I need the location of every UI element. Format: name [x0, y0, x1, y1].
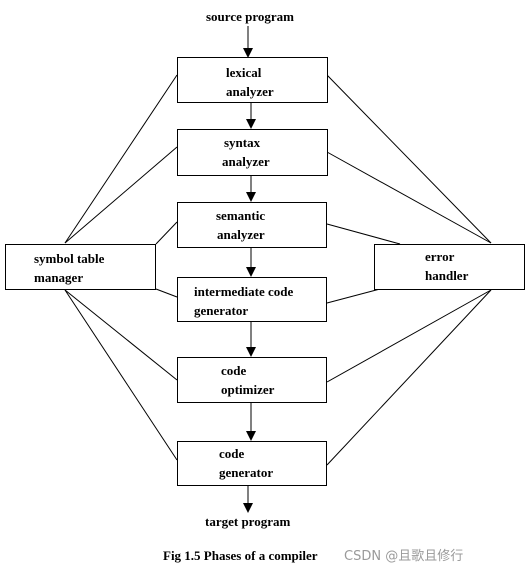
connector-error-intermediate	[326, 288, 381, 304]
error-handler-line2: handler	[425, 268, 469, 283]
figure-caption: Fig 1.5 Phases of a compiler	[163, 548, 318, 563]
connector-symtab-semantic	[155, 221, 178, 245]
phase-semantic-analyzer: semantic analyzer	[177, 202, 327, 248]
phase-line1: semantic	[216, 208, 266, 223]
phase-line2: analyzer	[217, 227, 265, 242]
connector-symtab-optimizer	[64, 289, 178, 381]
connector-error-syntax	[326, 151, 492, 244]
symbol-table-manager: symbol table manager	[5, 244, 156, 290]
target-program-label: target program	[205, 514, 291, 529]
watermark: CSDN @且歌且修行	[344, 549, 464, 564]
phase-line2: analyzer	[222, 154, 270, 169]
phase-syntax-analyzer: syntax analyzer	[177, 129, 328, 176]
connector-symtab-intermediate	[155, 288, 178, 298]
phase-intermediate-code-generator: intermediate code generator	[177, 277, 327, 322]
phase-line1: lexical	[226, 65, 262, 80]
phase-code-generator: code generator	[177, 441, 327, 486]
connector-symtab-lexical	[64, 74, 178, 244]
connector-error-optimizer	[326, 289, 492, 383]
phase-line1: syntax	[224, 135, 261, 150]
connector-error-lexical	[326, 74, 492, 244]
connector-error-semantic	[326, 223, 401, 245]
error-handler-line1: error	[425, 249, 455, 264]
phase-line2: analyzer	[226, 84, 274, 99]
source-program-label: source program	[206, 9, 294, 24]
phase-line1: code	[221, 363, 247, 378]
connector-error-generator	[326, 289, 492, 466]
phase-line2: generator	[219, 465, 274, 480]
phase-line1: code	[219, 446, 245, 461]
connector-symtab-syntax	[64, 146, 178, 244]
phase-code-optimizer: code optimizer	[177, 357, 327, 403]
phase-line2: generator	[194, 303, 249, 318]
phase-line2: optimizer	[221, 382, 275, 397]
error-handler: error handler	[374, 244, 525, 290]
phase-line1: intermediate code	[194, 284, 294, 299]
phase-lexical-analyzer: lexical analyzer	[177, 57, 328, 103]
symbol-table-line2: manager	[34, 270, 84, 285]
symbol-table-line1: symbol table	[34, 251, 105, 266]
connector-symtab-generator	[64, 289, 178, 461]
